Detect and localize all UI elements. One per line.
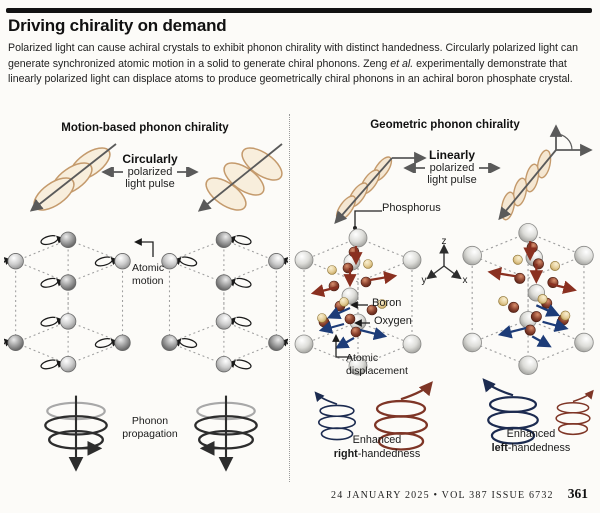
atomic-motion-pointer-icon	[134, 238, 154, 257]
maroon-spiral-small-icon	[555, 389, 594, 436]
page-number: 361	[567, 486, 588, 501]
linearly-text: Linearly	[428, 148, 476, 162]
right-panel-title: Geometric phonon chirality	[370, 119, 520, 131]
phonon-spiral-cw-icon	[30, 388, 122, 480]
oxygen-label: Oxygen	[374, 315, 412, 327]
intro-text: Polarized light can cause achiral crysta…	[8, 42, 578, 70]
axis-y-label: y	[422, 275, 427, 286]
intro-paragraph: Polarized light can cause achiral crysta…	[8, 41, 588, 88]
right-arrow-icon	[479, 163, 502, 173]
left-panel-title: Motion-based phonon chirality	[61, 122, 229, 134]
boron-label: Boron	[372, 297, 402, 309]
maroon-spiral-large-icon	[373, 381, 433, 451]
intro-text-2: experimentally demonstrate that linearly…	[8, 57, 573, 86]
intro-italic: et al.	[390, 57, 414, 70]
atomic-displacement-label: Atomic displacement	[346, 352, 408, 377]
coordinate-axes-icon: z y x	[422, 236, 468, 286]
right-arrow-icon	[177, 167, 200, 177]
left-arrow-icon	[402, 163, 425, 173]
phonon-propagation-label: Phonon propagation	[122, 415, 178, 440]
axis-z-label: z	[442, 236, 447, 247]
bpo-crystal-right-icon	[456, 208, 596, 386]
circularly-text: Circularly	[122, 152, 178, 166]
displacement-pointer-icon	[332, 334, 352, 358]
enhanced-left-handedness-label: Enhanced left-handedness	[491, 428, 571, 454]
enhanced-right-handedness-label: Enhanced right-handedness	[333, 434, 421, 460]
page-footer: 24 JANUARY 2025 • VOL 387 ISSUE 6732 361	[331, 486, 588, 502]
polarized-text: polarized	[127, 166, 173, 178]
top-rule	[6, 8, 592, 13]
navy-spiral-small-icon	[314, 391, 357, 441]
atomic-motion-label: Atomic motion	[132, 262, 165, 287]
page-title: Driving chirality on demand	[8, 16, 227, 35]
left-arrow-icon	[100, 167, 123, 177]
navy-spiral-large-icon	[482, 378, 539, 445]
light-pulse-text: light pulse	[427, 174, 477, 186]
oxygen-pointer-icon	[354, 319, 370, 327]
phonon-spiral-ccw-icon	[180, 388, 272, 480]
boron-pointer-icon	[350, 301, 368, 309]
polarized-text: polarized	[429, 162, 475, 174]
column-divider	[289, 114, 290, 482]
light-pulse-text: light pulse	[125, 178, 175, 190]
linear-pulse-label: Linearly polarized light pulse	[390, 148, 514, 186]
gray-crystal-left-icon	[4, 224, 140, 380]
issue-line: 24 JANUARY 2025 • VOL 387 ISSUE 6732	[331, 490, 554, 501]
axis-x-label: x	[463, 275, 468, 286]
phosphorus-label: Phosphorus	[382, 202, 441, 214]
gray-crystal-right-icon	[152, 224, 288, 380]
circular-pulse-label: Circularly polarized light pulse	[92, 152, 208, 190]
